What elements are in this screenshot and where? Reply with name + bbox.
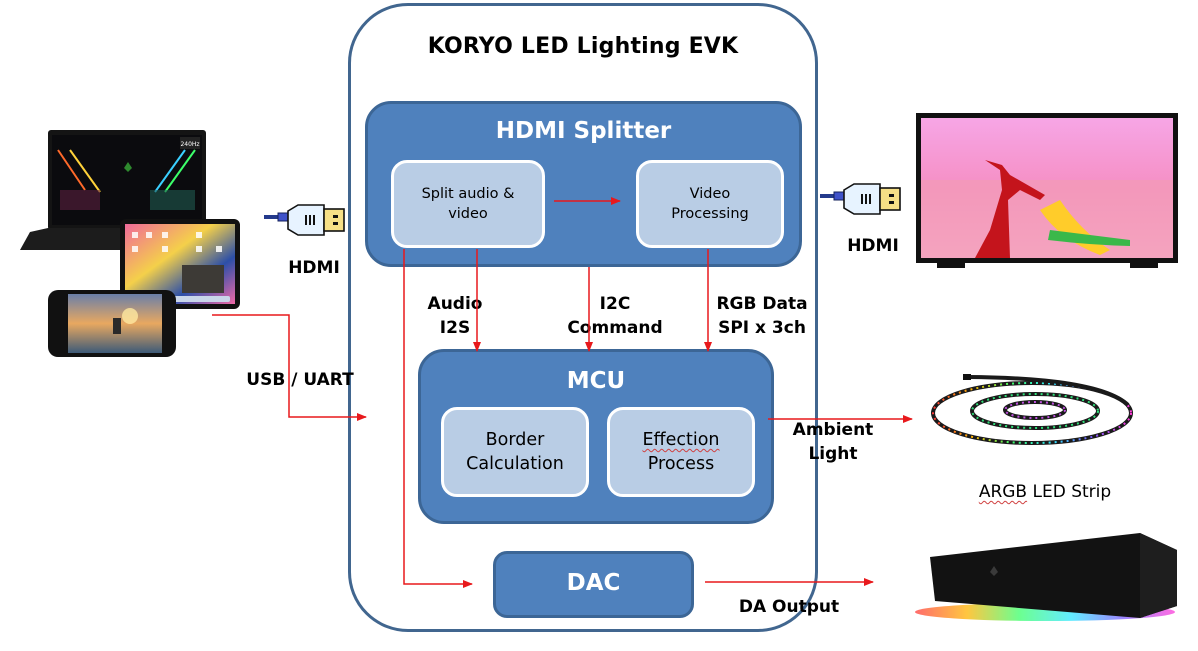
command-label: Command [567, 318, 663, 338]
process-word: Process [647, 454, 715, 474]
rgb-spi-label: RGB Data SPI x 3ch [712, 292, 812, 340]
argb-word: ARGB [978, 482, 1028, 502]
dac-title: DAC [566, 570, 621, 596]
led-strip-word: LED Strip [1032, 482, 1112, 502]
i2c-command-label: I2C Command [560, 292, 670, 340]
evk-boundary [348, 3, 818, 632]
hdmi-out-label: HDMI [847, 236, 899, 256]
soundbar-image [915, 533, 1177, 621]
da-output-label: DA Output [738, 597, 840, 617]
rgb-data-label: RGB Data [716, 294, 808, 314]
spi-label: SPI x 3ch [718, 318, 806, 338]
light-label: Light [808, 444, 858, 464]
ambient-light-label: Ambient Light [785, 418, 881, 466]
effection-word: Effection [642, 430, 720, 450]
audio-label: Audio [427, 294, 483, 314]
effection-process-box: Effection Process [607, 407, 755, 497]
signal-arrows [212, 197, 913, 588]
hdmi-in-label: HDMI [288, 258, 340, 278]
led-strip-label: ARGB LED Strip [960, 480, 1130, 504]
audio-i2s-label: Audio I2S [414, 292, 496, 340]
mcu-title: MCU [566, 368, 626, 394]
tv-image [916, 113, 1178, 268]
hdmi-out-connector-icon [820, 183, 901, 215]
split-audio-video-label: Split audio &video [421, 186, 515, 222]
phone-image [48, 290, 176, 357]
hdmi-in-connector-icon [264, 204, 345, 236]
i2s-label: I2S [439, 318, 471, 338]
laptop-badge: 240Hz [180, 141, 199, 148]
split-audio-video-box: Split audio &video [391, 160, 545, 248]
argb-led-strip-image [931, 374, 1133, 445]
audio-to-dac-arrow [403, 249, 473, 588]
usb-uart-arrow [212, 314, 367, 421]
diagram-title: KORYO LED Lighting EVK [427, 34, 739, 59]
i2c-label: I2C [599, 294, 631, 314]
effection-process-label: Effection Process [642, 428, 719, 476]
ambient-label: Ambient [792, 420, 874, 440]
usb-uart-label: USB / UART [246, 370, 354, 390]
dac-block: DAC [493, 551, 694, 618]
hdmi-splitter-title: HDMI Splitter [495, 118, 672, 144]
